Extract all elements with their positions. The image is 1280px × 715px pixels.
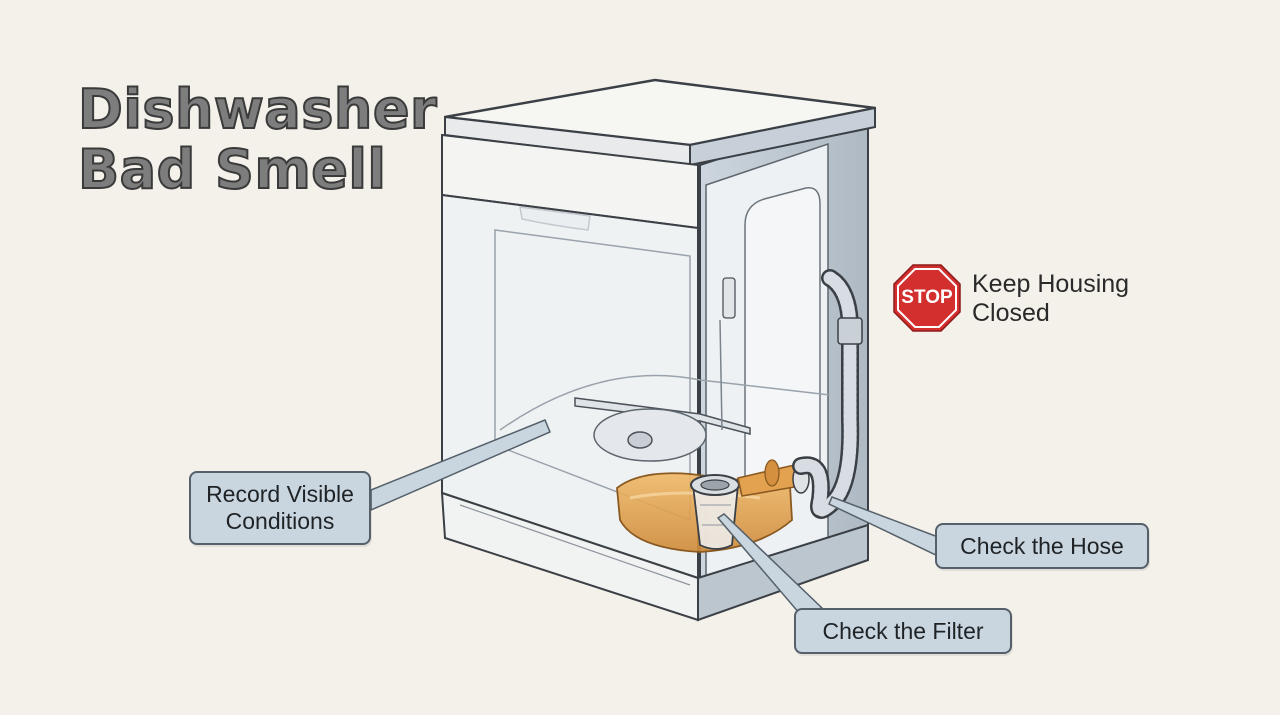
keep-housing-closed-warning: STOP Keep Housing Closed [893,264,1163,334]
page-title: Dishwasher Bad Smell [77,78,438,201]
callout-record-conditions: Record Visible Conditions [189,471,371,545]
warning-label: Keep Housing Closed [972,270,1130,327]
callout-filter-label: Check the Filter [822,617,984,644]
top-panel [444,78,876,167]
stop-sign-text: STOP [901,287,953,308]
callout-hose-label: Check the Hose [960,532,1124,559]
stop-sign-icon [893,264,961,332]
title-line-2: Bad Smell [77,138,387,201]
drain-hose-icon [792,269,863,519]
callout-record-label: Record Visible Conditions [206,481,354,534]
callout-leaders [370,419,939,615]
callout-check-hose: Check the Hose [935,523,1149,569]
callout-check-filter: Check the Filter [794,608,1012,654]
title-line-1: Dishwasher [77,78,438,141]
